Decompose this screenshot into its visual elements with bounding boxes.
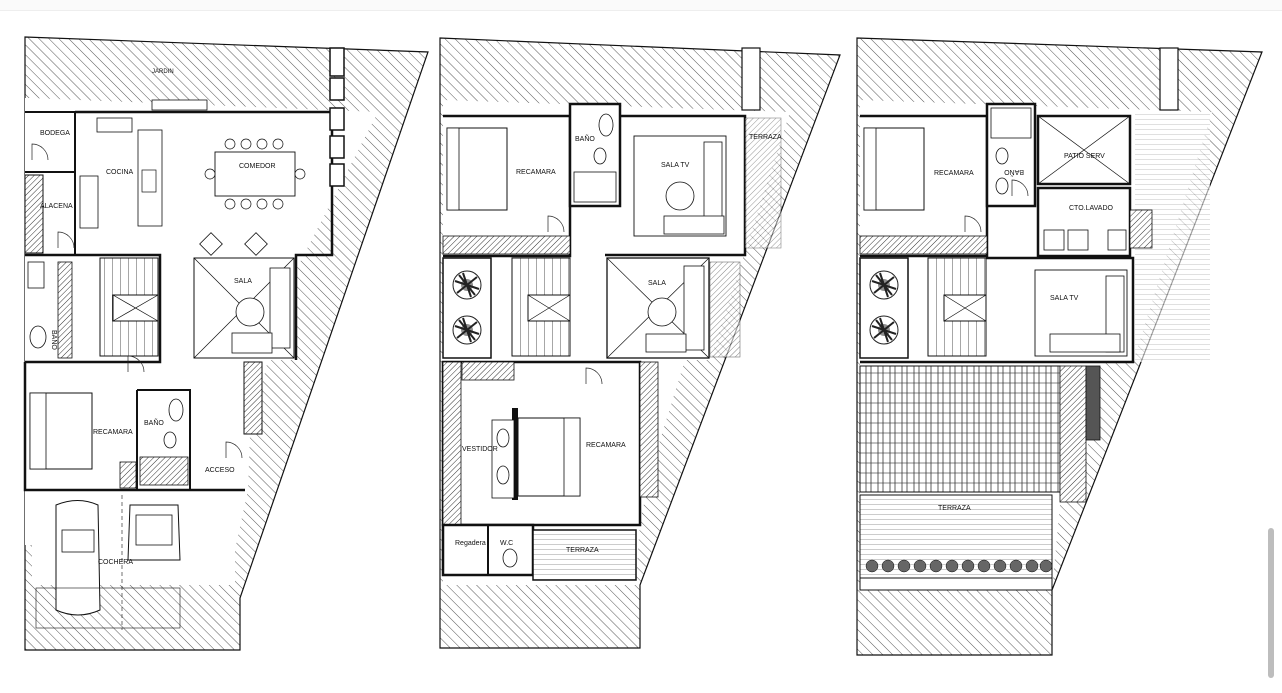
first-bano-label: BAÑO — [575, 134, 595, 143]
first-floor-plan: RECAMARA BAÑO SALA TV TERRAZA SALA VESTI… — [439, 37, 841, 649]
ground-cochera-label: COCHERA — [98, 559, 133, 566]
first-recamara-label: RECAMARA — [516, 169, 556, 176]
first-recamara-main-label: RECAMARA — [586, 442, 626, 449]
ground-sala-label: SALA — [234, 278, 252, 285]
vertical-scrollbar[interactable] — [1268, 528, 1274, 678]
ground-recamara-label: RECAMARA — [93, 429, 133, 436]
ground-alacena-label: ALACENA — [40, 203, 73, 210]
ground-bano-left-label: BAÑO — [50, 330, 59, 350]
ground-floor-plan: JARDIN BODEGA COCINA COMEDOR ALACENA SAL… — [23, 36, 429, 651]
second-recamara-label: RECAMARA — [934, 170, 974, 177]
first-sala-label: SALA — [648, 280, 666, 287]
ground-bano-center-label: BAÑO — [144, 418, 164, 427]
ground-comedor-label: COMEDOR — [239, 163, 276, 170]
first-terraza-bottom-label: TERRAZA — [566, 547, 599, 554]
first-terraza-top-label: TERRAZA — [749, 134, 782, 141]
second-bano-label: BAÑO — [1004, 168, 1024, 177]
ground-jardin-label: JARDIN — [152, 69, 174, 75]
first-wc-label: W.C — [500, 540, 513, 547]
ground-bodega-label: BODEGA — [40, 130, 70, 137]
viewer-top-bar — [0, 0, 1282, 11]
first-sala-tv-label: SALA TV — [661, 162, 690, 169]
ground-acceso-label: ACCESO — [205, 467, 235, 474]
second-cto-lavado-label: CTO.LAVADO — [1069, 205, 1114, 212]
ground-cocina-label: COCINA — [106, 169, 134, 176]
first-vestidor-label: VESTIDOR — [462, 446, 498, 453]
second-patio-serv-label: PATIO SERV — [1064, 153, 1105, 160]
second-floor-plan: RECAMARA BAÑO PATIO SERV CTO.LAVADO SALA… — [856, 37, 1263, 656]
second-sala-tv-label: SALA TV — [1050, 295, 1079, 302]
second-terraza-label: TERRAZA — [938, 505, 971, 512]
first-regadera-label: Regadera — [455, 540, 486, 547]
